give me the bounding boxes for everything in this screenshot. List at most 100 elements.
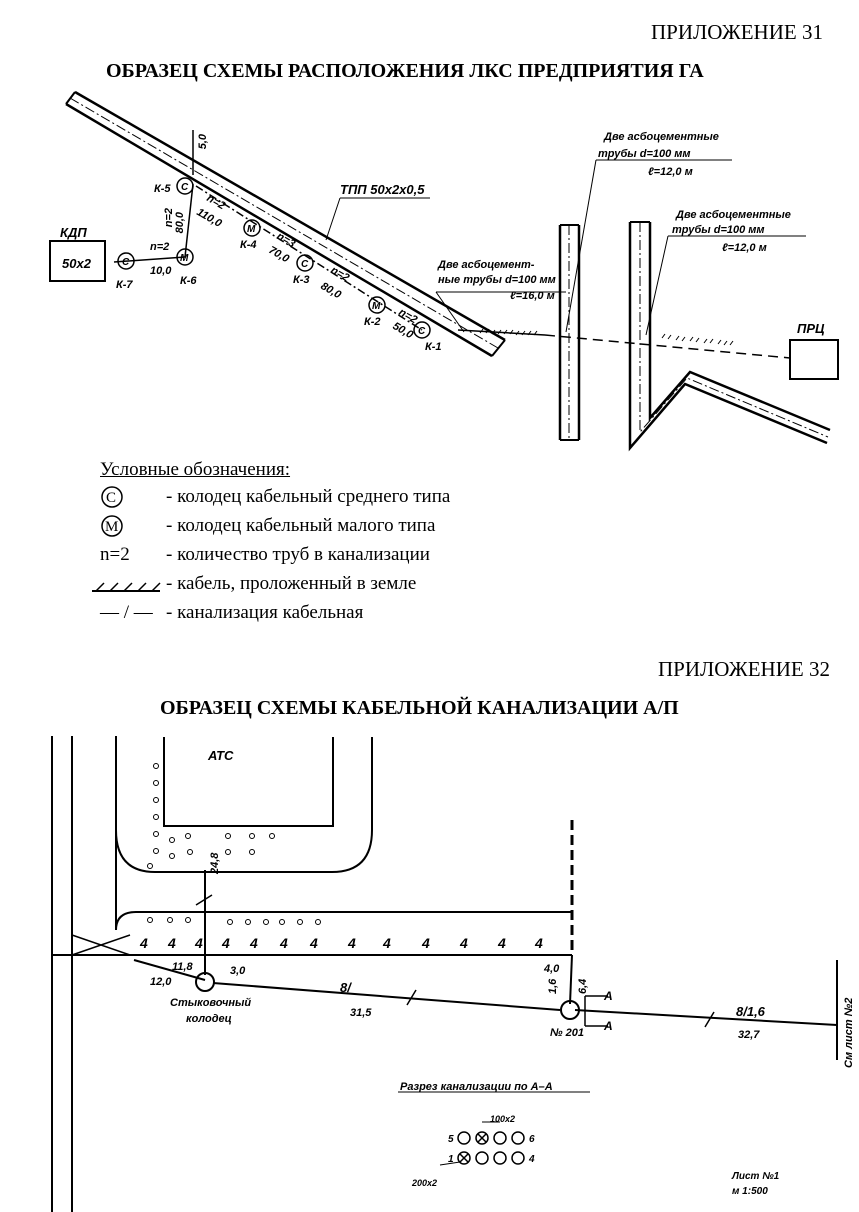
pipes2-line1: Две асбоцементные bbox=[603, 131, 719, 143]
ats-label: АТС bbox=[207, 748, 234, 763]
svg-text:C: C bbox=[122, 257, 130, 268]
svg-text:4: 4 bbox=[459, 935, 468, 951]
legend-symbol-m: М bbox=[105, 519, 119, 535]
legend-item-well-small: М- колодец кабельный малого типа bbox=[100, 515, 435, 537]
label-k3: К-3 bbox=[293, 274, 310, 286]
label-3-0: 3,0 bbox=[230, 965, 246, 977]
label-n2-k5k4: n=2 bbox=[205, 192, 228, 212]
label-k7: К-7 bbox=[116, 279, 133, 291]
section-row-label-4: 4 bbox=[528, 1154, 535, 1165]
label-dist-80b: 80,0 bbox=[174, 211, 186, 233]
kdp-box bbox=[49, 240, 106, 282]
label-12-0: 12,0 bbox=[150, 976, 172, 988]
legend-symbol-n2: n=2 bbox=[100, 544, 130, 565]
svg-text:M: M bbox=[372, 301, 381, 312]
kdp-label: КДП bbox=[60, 225, 87, 240]
pipes1-line3: ℓ=16,0 м bbox=[510, 290, 555, 302]
diagram-31 bbox=[49, 90, 839, 452]
section-a-bottom: А bbox=[603, 1019, 613, 1033]
well-k7 bbox=[117, 252, 135, 270]
legend-symbol-c: С bbox=[106, 490, 117, 506]
road-corridor bbox=[52, 911, 572, 956]
pipes3-line1: Две асбоцементные bbox=[675, 209, 791, 221]
scale-label: м 1:500 bbox=[732, 1186, 768, 1197]
sheet-1-label: Лист №1 bbox=[731, 1171, 780, 1182]
label-6-4: 6,4 bbox=[577, 979, 589, 994]
svg-text:C: C bbox=[418, 326, 426, 337]
cable-channel bbox=[113, 130, 423, 331]
legend-title: Условные обозначения: bbox=[100, 459, 291, 480]
section-200x2: 200х2 bbox=[411, 1178, 437, 1188]
well-201-label: № 201 bbox=[550, 1027, 584, 1039]
appendix-32-header: ПРИЛОЖЕНИЕ 32 bbox=[658, 657, 830, 681]
pipes2-line2: трубы d=100 мм bbox=[598, 148, 691, 160]
see-sheet-2: См лист №2 bbox=[843, 998, 855, 1068]
svg-text:4: 4 bbox=[194, 935, 203, 951]
label-31-5: 31,5 bbox=[350, 1007, 372, 1019]
svg-text:M: M bbox=[180, 253, 189, 264]
section-a-top: А bbox=[603, 989, 613, 1003]
label-11-8: 11,8 bbox=[172, 961, 193, 973]
label-dist-80a: 80,0 bbox=[319, 280, 344, 302]
label-k6: К-6 bbox=[180, 275, 197, 287]
road-vertical-2 bbox=[628, 221, 831, 452]
cable-type-label: ТПП 50х2х0,5 bbox=[340, 182, 425, 197]
section-100x2: 100х2 bbox=[490, 1114, 515, 1124]
svg-text:4: 4 bbox=[167, 935, 176, 951]
label-8-pipes: 8/ bbox=[340, 980, 352, 995]
junction-well-line1: Стыковочный bbox=[170, 997, 251, 1009]
label-k5: К-5 bbox=[154, 183, 171, 195]
label-k2: К-2 bbox=[364, 316, 381, 328]
legend-well-small-icon bbox=[101, 515, 123, 537]
well-k1 bbox=[413, 321, 431, 339]
svg-text:4: 4 bbox=[347, 935, 356, 951]
svg-text:4: 4 bbox=[279, 935, 288, 951]
svg-text:C: C bbox=[181, 182, 189, 193]
prc-label: ПРЦ bbox=[797, 321, 825, 336]
appendix-31-title: ОБРАЗЕЦ СХЕМЫ РАСПОЛОЖЕНИЯ ЛКС ПРЕДПРИЯТ… bbox=[106, 60, 704, 82]
label-32-7: 32,7 bbox=[738, 1029, 760, 1041]
ats-building bbox=[115, 737, 373, 873]
road-diagonal bbox=[65, 90, 506, 358]
well-k3 bbox=[296, 254, 314, 272]
legend-well-medium-icon bbox=[101, 486, 123, 508]
diagram-32 bbox=[51, 736, 838, 1212]
section-caption: Разрез канализации по А–А bbox=[400, 1081, 553, 1093]
decorative-dots bbox=[147, 763, 321, 925]
pipes2-line3: ℓ=12,0 м bbox=[648, 166, 693, 178]
svg-text:4: 4 bbox=[249, 935, 258, 951]
label-n2-k6k7: n=2 bbox=[150, 241, 169, 253]
leader-lines bbox=[325, 159, 806, 336]
label-4-0: 4,0 bbox=[543, 963, 560, 975]
section-row-label-6: 6 bbox=[529, 1134, 535, 1145]
label-n2-k5k6: n=2 bbox=[163, 208, 175, 227]
svg-text:4: 4 bbox=[309, 935, 318, 951]
junction-well-line2: колодец bbox=[186, 1013, 232, 1025]
appendix-32-title: ОБРАЗЕЦ СХЕМЫ КАБЕЛЬНОЙ КАНАЛИЗАЦИИ А/П bbox=[160, 697, 679, 719]
label-dist-10: 10,0 bbox=[150, 265, 172, 277]
kdp-capacity: 50х2 bbox=[62, 256, 92, 271]
legend-item-cable-canal: — / —- канализация кабельная bbox=[100, 602, 364, 623]
left-road bbox=[51, 736, 117, 1212]
section-pipes bbox=[439, 1121, 525, 1166]
well-k2 bbox=[368, 296, 386, 314]
label-8-1-6: 8/1,6 bbox=[736, 1004, 766, 1019]
svg-text:4: 4 bbox=[497, 935, 506, 951]
label-k4: К-4 bbox=[240, 239, 257, 251]
well-k6 bbox=[176, 248, 194, 266]
svg-text:4: 4 bbox=[421, 935, 430, 951]
svg-text:4: 4 bbox=[534, 935, 543, 951]
label-k1: К-1 bbox=[425, 341, 442, 353]
label-n2-k3k2: n=2 bbox=[329, 264, 352, 284]
pipes1-line2: ные трубы d=100 мм bbox=[438, 274, 556, 286]
wells bbox=[117, 177, 431, 339]
diagram-32-labels: АТС 24,8 11,8 12,0 3,0 8/ 31,5 4,0 1,6 6… bbox=[150, 748, 855, 1197]
svg-text:M: M bbox=[247, 224, 256, 235]
svg-text:C: C bbox=[301, 259, 309, 270]
legend-symbol-canal: — / — bbox=[100, 602, 153, 623]
well-letters: C M C M C M C bbox=[122, 182, 426, 337]
channel-breaks bbox=[195, 894, 715, 1028]
section-row-label-1: 1 bbox=[448, 1154, 454, 1165]
label-1-6: 1,6 bbox=[547, 978, 559, 994]
